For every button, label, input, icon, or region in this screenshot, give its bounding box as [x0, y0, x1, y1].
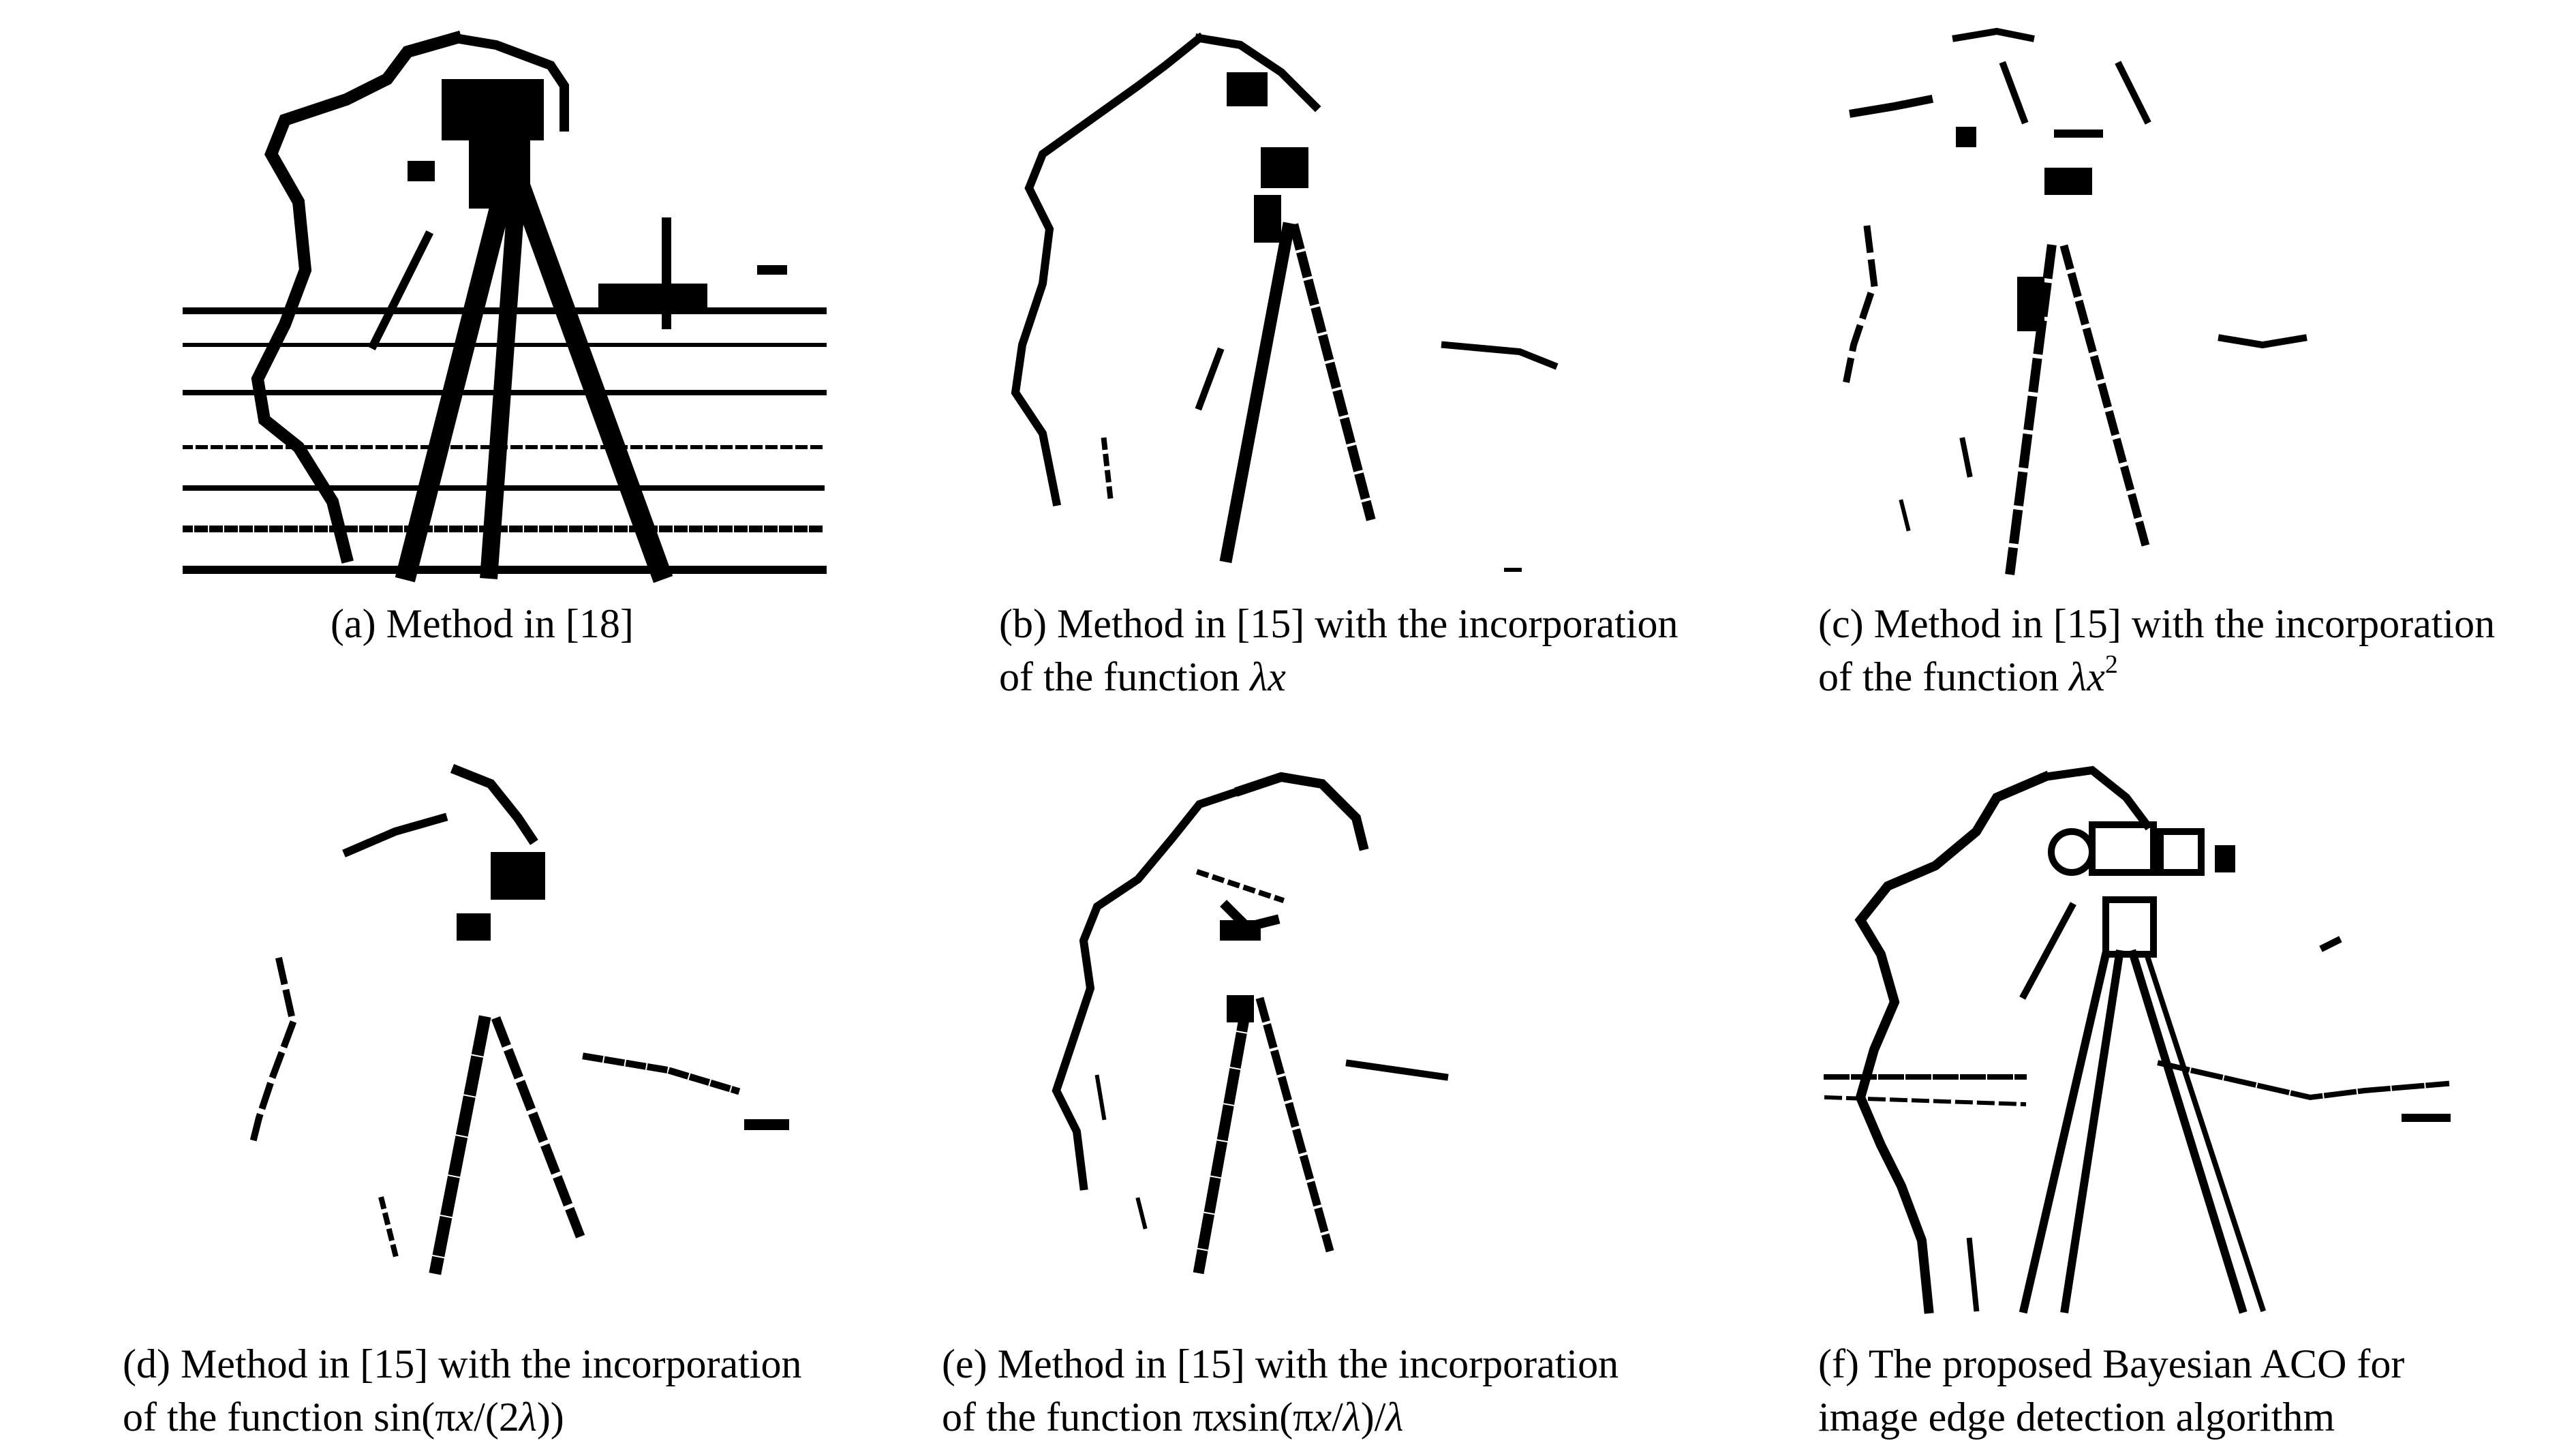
caption-c: (c) Method in [15] with the incorporatio…	[1818, 597, 2495, 703]
caption-c-math: λx	[2069, 654, 2105, 699]
caption-d-line2: of the function sin(πx/(2λ))	[123, 1390, 801, 1444]
caption-a: (a) Method in [18]	[331, 597, 634, 650]
caption-f-line2: image edge detection algorithm	[1818, 1395, 2335, 1440]
caption-e-line2-text: of the function π	[942, 1395, 1214, 1440]
caption-e-line2-close: )/	[1360, 1395, 1386, 1440]
caption-c-superscript: 2	[2104, 650, 2118, 679]
caption-d-math-x: x	[455, 1395, 474, 1440]
caption-e-math-lambda1: λ	[1343, 1395, 1361, 1440]
edge-map-image-a	[183, 25, 827, 583]
caption-a-line1: (a) Method in [18]	[331, 601, 634, 646]
caption-f-line1: (f) The proposed Bayesian ACO for	[1818, 1341, 2405, 1386]
caption-e-math-lambda2: λ	[1385, 1395, 1404, 1440]
edge-map-image-e	[1036, 763, 1608, 1288]
caption-d-line1: (d) Method in [15] with the incorporatio…	[123, 1341, 802, 1386]
edge-map-image-f	[1820, 763, 2474, 1322]
caption-e-math-x2: x	[1313, 1395, 1332, 1440]
caption-d-math-lambda: λ	[519, 1395, 537, 1440]
caption-d-line2-suffix: ))	[536, 1395, 564, 1440]
caption-d-line2-mid: /(2	[474, 1395, 519, 1440]
edge-map-image-d	[245, 763, 845, 1288]
caption-c-line2-text: of the function	[1818, 654, 2070, 699]
caption-c-line1: (c) Method in [15] with the incorporatio…	[1818, 601, 2496, 646]
caption-f: (f) The proposed Bayesian ACO for image …	[1818, 1337, 2404, 1444]
caption-e-line2: of the function πxsin(πx/λ)/λ	[942, 1390, 1619, 1444]
caption-c-line2: of the function λx2	[1818, 650, 2495, 703]
caption-e: (e) Method in [15] with the incorporatio…	[942, 1337, 1619, 1444]
caption-b-line1: (b) Method in [15] with the incorporatio…	[999, 601, 1678, 646]
caption-b-line2-text: of the function	[999, 654, 1251, 699]
caption-e-math-x1: x	[1213, 1395, 1232, 1440]
caption-b: (b) Method in [15] with the incorporatio…	[999, 597, 1678, 703]
caption-d-line2-text: of the function sin(π	[123, 1395, 456, 1440]
edge-map-image-c	[1840, 25, 2426, 583]
edge-map-image-b	[1002, 25, 1601, 583]
caption-e-line2-slash: /	[1332, 1395, 1343, 1440]
caption-d: (d) Method in [15] with the incorporatio…	[123, 1337, 801, 1444]
caption-b-math: λx	[1250, 654, 1286, 699]
caption-b-line2: of the function λx	[999, 650, 1678, 703]
caption-e-line2-mid: sin(π	[1231, 1395, 1314, 1440]
caption-e-line1: (e) Method in [15] with the incorporatio…	[942, 1341, 1619, 1386]
